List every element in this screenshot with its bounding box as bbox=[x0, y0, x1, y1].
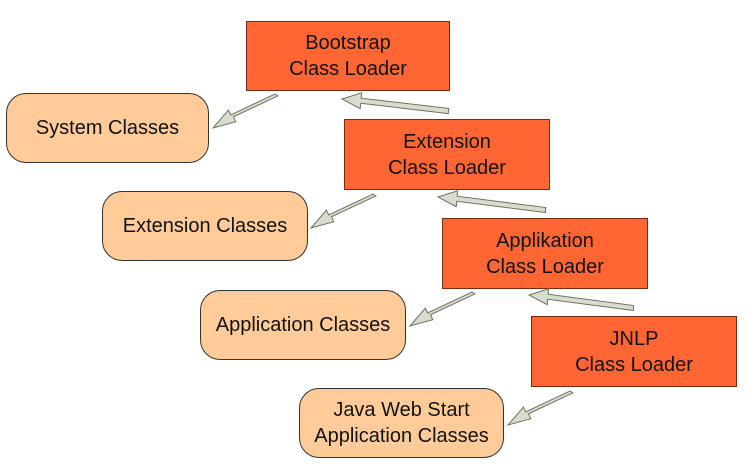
arrow-extension-to-bootstrap bbox=[340, 92, 450, 115]
loader-label-line1: JNLP bbox=[609, 327, 659, 350]
classes-label-line1: Extension Classes bbox=[122, 215, 288, 237]
arrow-applikation-to-extension bbox=[436, 190, 547, 214]
arrow-applikation-to-application-classes bbox=[408, 291, 476, 327]
bootstrap-class-loader-box: Bootstrap Class Loader bbox=[246, 21, 450, 91]
extension-classes-box: Extension Classes bbox=[102, 191, 308, 261]
arrow-jnlp-to-java-web-start-classes bbox=[506, 390, 574, 426]
classes-label-line1: Java Web Start bbox=[333, 399, 470, 421]
java-web-start-application-classes-box: Java Web Start Application Classes bbox=[299, 388, 504, 458]
loader-label-line1: Applikation bbox=[496, 229, 594, 252]
application-classes-box: Application Classes bbox=[200, 290, 406, 360]
jnlp-class-loader-box: JNLP Class Loader bbox=[531, 316, 737, 387]
arrow-bootstrap-to-system-classes bbox=[211, 93, 279, 129]
loader-label-line2: Class Loader bbox=[388, 156, 506, 179]
loader-label-line2: Class Loader bbox=[486, 255, 604, 278]
arrow-extension-to-extension-classes bbox=[309, 193, 377, 229]
classes-label-line1: Application Classes bbox=[215, 314, 391, 336]
loader-label-line2: Class Loader bbox=[575, 353, 693, 376]
loader-label-line1: Extension bbox=[403, 130, 491, 153]
extension-class-loader-box: Extension Class Loader bbox=[344, 119, 550, 190]
loader-label-line1: Bootstrap bbox=[305, 32, 391, 54]
classes-label-line2: Application Classes bbox=[314, 425, 489, 447]
loader-label-line2: Class Loader bbox=[289, 58, 407, 80]
classes-label-line1: System Classes bbox=[35, 117, 180, 139]
system-classes-box: System Classes bbox=[6, 93, 209, 163]
arrow-jnlp-to-applikation bbox=[527, 288, 635, 312]
applikation-class-loader-box: Applikation Class Loader bbox=[442, 218, 648, 289]
